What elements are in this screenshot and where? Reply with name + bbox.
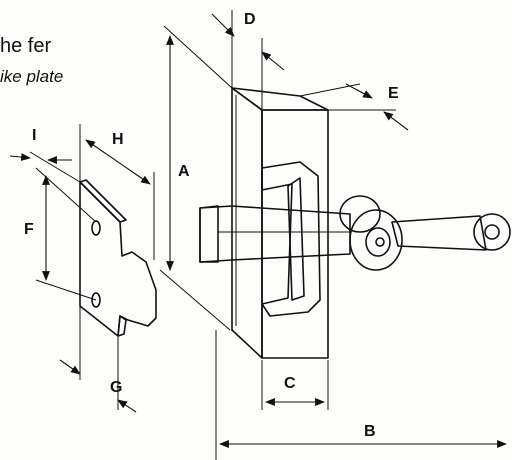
latch-handle (339, 195, 511, 271)
dimension-I: I (9, 127, 81, 183)
label-F: F (24, 221, 34, 238)
dimension-A: A (159, 25, 233, 331)
label-A: A (178, 163, 190, 180)
dimension-G: G (59, 306, 137, 413)
dimension-B: B (215, 330, 507, 460)
label-C: C (284, 375, 296, 392)
dimension-F: F (24, 167, 97, 301)
latch-bolt (199, 205, 351, 263)
label-G: G (110, 379, 122, 396)
label-B: B (364, 423, 376, 440)
strike-plate (79, 179, 157, 337)
dimension-E: E (299, 83, 409, 131)
label-I: I (32, 127, 36, 144)
caption-line-2: ike plate (0, 67, 63, 86)
screw-hole-bottom (91, 292, 101, 308)
dimension-D: D (211, 10, 285, 110)
label-D: D (244, 11, 256, 28)
dimension-H: H (79, 124, 155, 260)
label-E: E (388, 85, 399, 102)
mounting-board (231, 87, 329, 359)
dimension-C: C (261, 360, 329, 410)
caption-line-1: he fer (0, 35, 51, 57)
screw-hole-top (91, 220, 101, 236)
staple-bracket (261, 161, 321, 317)
label-H: H (112, 131, 124, 148)
